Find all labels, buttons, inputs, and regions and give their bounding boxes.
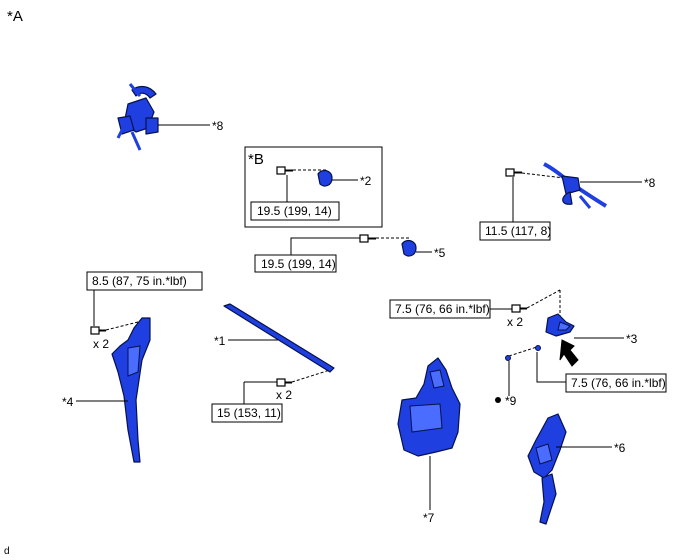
bolt-icon: [511, 304, 527, 313]
label-part-3: *3: [626, 332, 638, 346]
bolt-icon: [276, 166, 293, 175]
torque-box-5-text: 19.5 (199, 14): [261, 257, 336, 271]
view-label: *A: [7, 8, 23, 25]
part-8-right-harness: [543, 162, 608, 209]
label-part-4: *4: [62, 395, 74, 409]
bolt-icon: [505, 168, 522, 177]
qty-3: x 2: [507, 315, 523, 329]
label-part-8-upper: *8: [212, 119, 224, 133]
subview-b-label: *B: [248, 151, 264, 168]
part-2-bracket: [317, 169, 333, 187]
torque-box-b-text: 19.5 (199, 14): [257, 204, 332, 218]
qty-1: x 2: [276, 388, 292, 402]
subview-b-frame: [244, 146, 383, 228]
part-8-upper-harness: [116, 83, 159, 151]
torque-box-4: [86, 271, 203, 291]
direction-arrow-icon: [559, 339, 579, 367]
torque-box-3-lower: [565, 373, 667, 393]
torque-box-1-text: 15 (153, 11): [217, 406, 281, 420]
label-part-1: *1: [214, 334, 226, 348]
part-7-panel: [397, 357, 461, 457]
part-6-bracket: [527, 413, 567, 525]
torque-box-b: [250, 201, 340, 221]
torque-box-8-text: 11.5 (117, 8): [485, 224, 551, 238]
torque-box-1: [211, 403, 283, 423]
corner-mark: d: [4, 546, 10, 557]
label-part-6: *6: [614, 441, 626, 455]
label-part-5: *5: [434, 246, 446, 260]
part-1-rod: [223, 303, 335, 373]
bolt-icon: [90, 326, 106, 335]
part-3-bracket: [545, 313, 575, 337]
torque-box-3-lower-text: 7.5 (76, 66 in.*lbf): [571, 376, 666, 390]
torque-box-8: [479, 221, 551, 241]
torque-box-3-upper-text: 7.5 (76, 66 in.*lbf): [395, 302, 490, 316]
torque-box-4-text: 8.5 (87, 75 in.*lbf): [92, 274, 187, 288]
qty-4: x 2: [93, 337, 109, 351]
part-5-bracket: [401, 239, 417, 257]
label-part-9: *9: [505, 394, 517, 408]
clip-dot-icon: [495, 397, 501, 403]
label-part-2: *2: [360, 174, 372, 188]
label-part-7: *7: [423, 511, 435, 525]
torque-box-5: [254, 254, 337, 273]
bolt-icon: [276, 378, 292, 387]
label-part-8-right: *8: [644, 176, 656, 190]
clip-dot-icon: [505, 345, 541, 361]
bolt-icon: [359, 234, 376, 243]
part-4-pillar: [111, 317, 151, 463]
